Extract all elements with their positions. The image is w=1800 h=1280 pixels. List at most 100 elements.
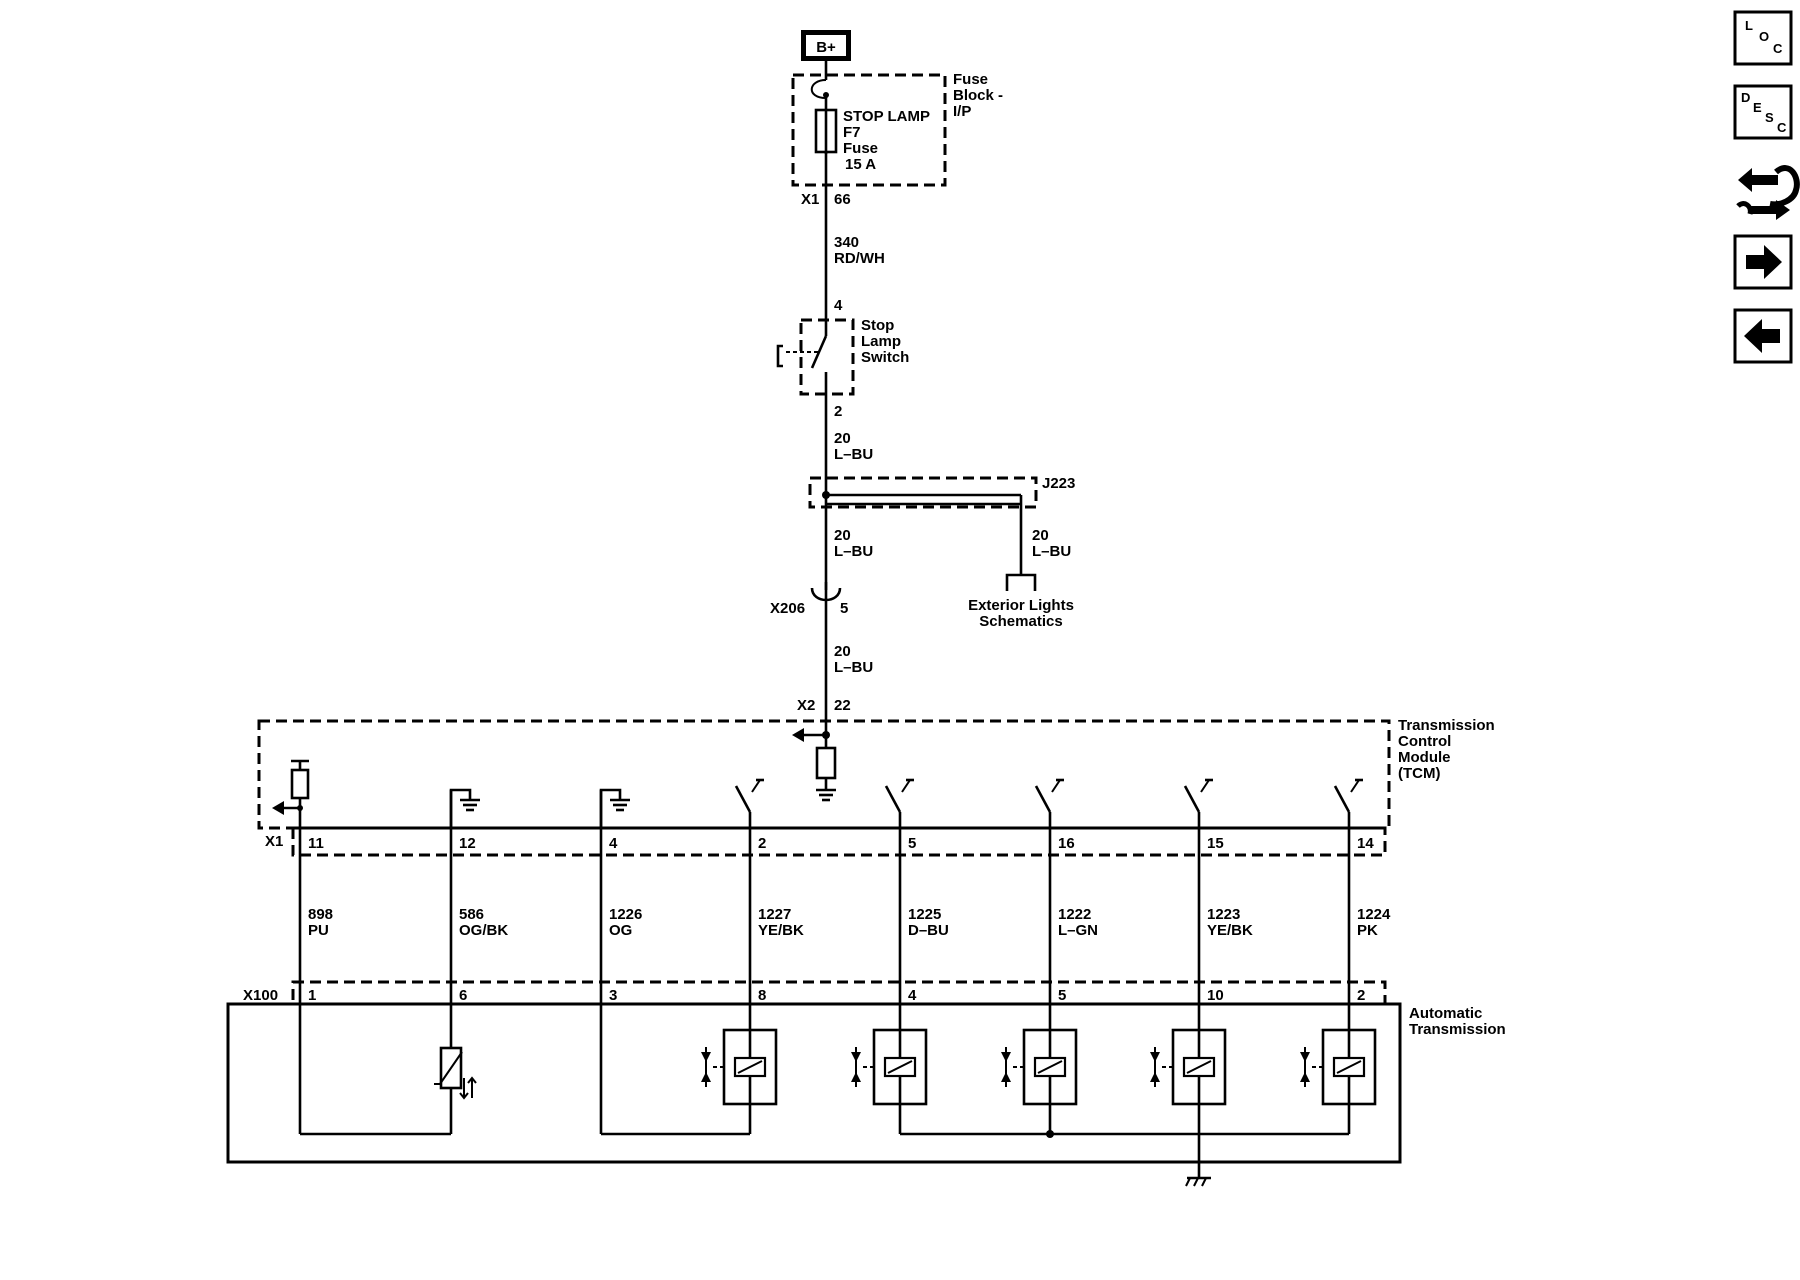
circuit-color: PK xyxy=(1357,922,1378,939)
tcm-ground-12 xyxy=(449,788,480,828)
transmission-pin-label: 8 xyxy=(758,987,766,1004)
tcm-name-3: Module xyxy=(1398,749,1451,766)
tcm-pin-label: 2 xyxy=(758,835,766,852)
exterior-ref-1: Exterior Lights xyxy=(968,597,1074,614)
fuse-label-3: Fuse xyxy=(843,140,878,157)
desc-d: D xyxy=(1741,90,1750,105)
transmission-name-1: Automatic xyxy=(1409,1005,1482,1022)
transmission-connector: X100 xyxy=(243,987,278,1004)
circuit-color: YE/BK xyxy=(758,922,804,939)
circuit-number: 1225 xyxy=(908,906,941,923)
tcm-pin-label: 16 xyxy=(1058,835,1075,852)
power-source: B+ xyxy=(801,30,851,61)
tcm-pin-label: 14 xyxy=(1357,835,1374,852)
transmission-pin-label: 2 xyxy=(1357,987,1365,1004)
fuse-connector: X1 xyxy=(801,191,819,208)
splice-label: J223 xyxy=(1042,475,1075,492)
transmission-pin-label: 1 xyxy=(308,987,316,1004)
reference-connector-icon xyxy=(1005,573,1037,591)
wire-20-branch-circuit: 20 xyxy=(1032,527,1049,544)
inline-connector-x206 xyxy=(810,582,842,602)
driver-switch-icon xyxy=(1333,778,1363,813)
splice-j223 xyxy=(808,476,1038,509)
tcm-brake-input xyxy=(792,725,837,802)
circuit-number: 1222 xyxy=(1058,906,1091,923)
tcm-input-pin: 22 xyxy=(834,697,851,714)
fuse-pin: 66 xyxy=(834,191,851,208)
wire-20-c-circuit: 20 xyxy=(834,643,851,660)
tcm-speed-sensor-circuit xyxy=(272,759,310,815)
switch-pin-bottom: 2 xyxy=(834,403,842,420)
thermistor-icon xyxy=(434,1046,477,1100)
tcm-input-connector: X2 xyxy=(797,697,815,714)
loc-o: O xyxy=(1759,29,1769,44)
tcm-pin-label: 11 xyxy=(308,835,324,852)
arrow-right-icon[interactable] xyxy=(1733,234,1793,290)
connector-swap-icon[interactable] xyxy=(1736,165,1800,220)
transmission-name-2: Transmission xyxy=(1409,1021,1506,1038)
tcm-ground-4 xyxy=(599,788,630,828)
wire-340-color: RD/WH xyxy=(834,250,885,267)
fuse-block-name-3: I/P xyxy=(953,103,971,120)
solenoid-icon xyxy=(1001,1004,1078,1106)
tcm-connector: X1 xyxy=(265,833,283,850)
transmission-pin-label: 4 xyxy=(908,987,917,1004)
transmission-pin-label: 6 xyxy=(459,987,467,1004)
tcm-module xyxy=(257,719,1391,857)
tcm-pin-label: 4 xyxy=(609,835,618,852)
wire-20-b-color: L–BU xyxy=(834,543,873,560)
fuse-block-name-2: Block - xyxy=(953,87,1003,104)
trans-internal-wiring xyxy=(298,1004,1351,1187)
desc-button[interactable]: D E S C xyxy=(1733,84,1793,140)
x206-pin: 5 xyxy=(840,600,848,617)
wire-20-b-circuit: 20 xyxy=(834,527,851,544)
power-label: B+ xyxy=(816,39,836,56)
automatic-transmission xyxy=(226,980,1402,1164)
fuse-label-2: F7 xyxy=(843,124,861,141)
arrow-left-icon[interactable] xyxy=(1733,308,1793,364)
switch-name-2: Lamp xyxy=(861,333,901,350)
chassis-ground-icon xyxy=(1185,1176,1211,1187)
desc-e: E xyxy=(1753,100,1762,115)
pulldown-resistor-icon xyxy=(815,746,837,780)
fuse-block-name-1: Fuse xyxy=(953,71,988,88)
solenoid-icon xyxy=(1150,1004,1227,1106)
driver-switch-icon xyxy=(884,778,914,813)
switch-name-3: Switch xyxy=(861,349,909,366)
tcm-name-2: Control xyxy=(1398,733,1451,750)
tcm-transmission-harness: 11898PU112586OG/BK641226OG321227YE/BK851… xyxy=(298,790,1391,1004)
wire-340-circuit: 340 xyxy=(834,234,859,251)
stop-lamp-switch xyxy=(776,318,855,396)
desc-s: S xyxy=(1765,110,1774,125)
transmission-pin-label: 10 xyxy=(1207,987,1224,1004)
solenoid-icon xyxy=(851,1004,928,1106)
loc-button[interactable]: L O C xyxy=(1733,10,1793,66)
fuse-block: STOP LAMP F7 Fuse 15 A xyxy=(791,73,947,187)
circuit-number: 1226 xyxy=(609,906,642,923)
fuse-label-1: STOP LAMP xyxy=(843,108,930,125)
transmission-pin-label: 5 xyxy=(1058,987,1066,1004)
wire-20-branch-color: L–BU xyxy=(1032,543,1071,560)
tcm-pin-label: 5 xyxy=(908,835,916,852)
wire-20-a-circuit: 20 xyxy=(834,430,851,447)
circuit-number: 1224 xyxy=(1357,906,1391,923)
tcm-solenoid-drivers xyxy=(734,778,1363,813)
switch-name-1: Stop xyxy=(861,317,894,334)
fuse-label-4: 15 A xyxy=(845,156,876,173)
solenoid-icon xyxy=(1300,1004,1377,1106)
driver-switch-icon xyxy=(734,778,764,813)
ground-icon xyxy=(816,788,836,802)
desc-c: C xyxy=(1777,120,1787,135)
driver-switch-icon xyxy=(1183,778,1213,813)
circuit-number: 898 xyxy=(308,906,333,923)
loc-c: C xyxy=(1773,41,1783,56)
x206-label: X206 xyxy=(770,600,805,617)
tcm-name-4: (TCM) xyxy=(1398,765,1440,782)
shift-solenoids xyxy=(701,1004,1377,1106)
circuit-color: YE/BK xyxy=(1207,922,1253,939)
circuit-number: 586 xyxy=(459,906,484,923)
circuit-number: 1223 xyxy=(1207,906,1240,923)
wire-20-c-color: L–BU xyxy=(834,659,873,676)
wire-20-a-color: L–BU xyxy=(834,446,873,463)
